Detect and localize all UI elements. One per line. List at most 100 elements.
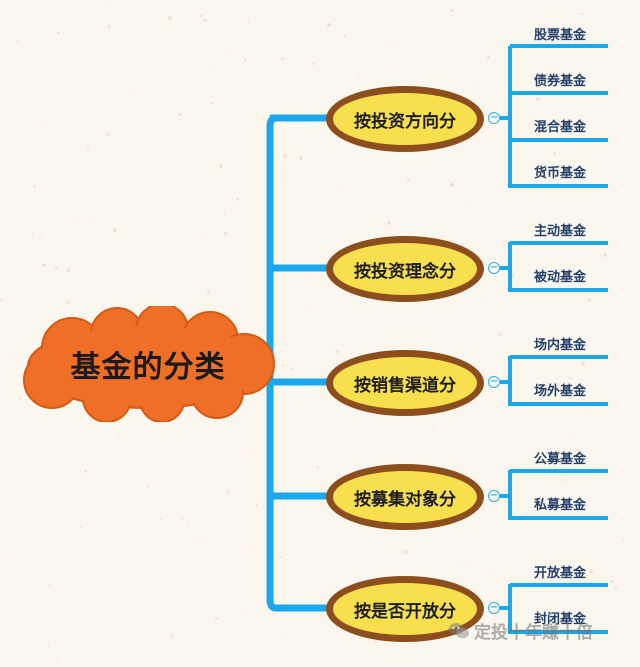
collapse-icon[interactable]: − — [488, 262, 500, 274]
leaf-node[interactable]: 开放基金 — [533, 566, 586, 581]
background-speckle — [279, 555, 282, 559]
leaf-node[interactable]: 场外基金 — [533, 384, 586, 399]
leaf-node[interactable]: 公募基金 — [533, 452, 586, 467]
background-speckle — [79, 525, 82, 529]
background-speckle — [113, 228, 117, 232]
background-speckle — [133, 88, 136, 91]
leaf-node[interactable]: 股票基金 — [533, 28, 586, 43]
background-speckle — [281, 364, 285, 367]
background-speckle — [40, 235, 44, 239]
background-speckle — [581, 361, 586, 365]
background-speckle — [463, 564, 465, 566]
background-speckle — [66, 268, 71, 273]
background-speckle — [328, 590, 331, 593]
background-speckle — [597, 643, 599, 645]
background-speckle — [391, 41, 394, 44]
leaf-node[interactable]: 主动基金 — [533, 224, 586, 239]
background-speckle — [77, 215, 80, 218]
background-speckle — [550, 71, 553, 74]
background-speckle — [602, 253, 607, 258]
background-speckle — [168, 16, 172, 20]
background-speckle — [539, 497, 544, 502]
leaf-node[interactable]: 场内基金 — [533, 338, 586, 353]
background-speckle — [255, 503, 259, 506]
background-speckle — [470, 202, 473, 205]
branch-node-2[interactable]: 按投资理念分 — [326, 236, 484, 302]
background-speckle — [406, 177, 410, 181]
background-speckle — [581, 12, 584, 16]
background-speckle — [449, 8, 453, 12]
background-speckle — [107, 132, 111, 136]
background-speckle — [198, 541, 201, 544]
collapse-icon[interactable]: − — [488, 376, 500, 388]
background-speckle — [93, 218, 95, 220]
background-speckle — [57, 31, 60, 34]
background-speckle — [169, 634, 173, 638]
leaf-node[interactable]: 债券基金 — [533, 74, 586, 89]
branch-node-3[interactable]: 按销售渠道分 — [326, 350, 484, 416]
background-speckle — [403, 549, 408, 554]
leaf-node[interactable]: 混合基金 — [533, 120, 586, 135]
watermark-text: 定投十年赚十倍 — [474, 623, 593, 643]
leaf-node[interactable]: 货币基金 — [533, 166, 586, 181]
leaf-node[interactable]: 封闭基金 — [533, 612, 586, 627]
background-speckle — [200, 14, 203, 17]
wechat-icon — [448, 622, 470, 640]
background-speckle — [585, 410, 587, 413]
branch-node-1[interactable]: 按投资方向分 — [326, 86, 484, 152]
background-speckle — [47, 644, 51, 648]
branch-node-4[interactable]: 按募集对象分 — [326, 464, 484, 530]
background-speckle — [235, 198, 239, 201]
root-topic-label[interactable]: 基金的分类 — [70, 350, 226, 385]
background-speckle — [472, 87, 475, 90]
background-speckle — [497, 332, 501, 337]
background-speckle — [356, 76, 360, 80]
background-speckle — [244, 57, 248, 61]
background-speckle — [56, 656, 60, 660]
background-speckle — [147, 485, 150, 488]
background-speckle — [374, 639, 378, 643]
background-speckle — [394, 65, 396, 67]
collapse-icon[interactable]: − — [488, 490, 500, 502]
background-speckle — [32, 233, 35, 235]
background-speckle — [611, 579, 615, 583]
background-speckle — [86, 148, 90, 152]
background-speckle — [576, 449, 579, 452]
background-speckle — [589, 158, 591, 160]
background-speckle — [387, 221, 392, 226]
background-speckle — [104, 0, 107, 2]
background-speckle — [49, 584, 52, 587]
background-speckle — [299, 156, 303, 161]
background-speckle — [615, 587, 618, 590]
root-cloud-shape — [23, 306, 275, 422]
background-speckle — [33, 185, 36, 188]
background-speckle — [568, 376, 571, 380]
background-speckle — [449, 462, 452, 465]
background-speckle — [203, 19, 207, 23]
background-speckle — [65, 300, 69, 304]
background-speckle — [312, 61, 316, 65]
background-speckle — [42, 263, 46, 267]
background-speckle — [283, 154, 288, 159]
background-speckle — [500, 284, 502, 286]
background-speckle — [558, 390, 561, 393]
background-speckle — [13, 356, 15, 358]
watermark: 定投十年赚十倍 — [448, 618, 593, 643]
background-speckle — [450, 183, 454, 187]
collapse-icon[interactable]: − — [488, 602, 500, 614]
leaf-node[interactable]: 私募基金 — [533, 498, 586, 513]
collapse-icon[interactable]: − — [488, 112, 500, 124]
background-speckle — [279, 175, 282, 178]
leaf-node[interactable]: 被动基金 — [533, 270, 586, 285]
background-speckle — [107, 24, 111, 29]
background-speckle — [0, 298, 2, 301]
background-speckle — [487, 55, 491, 59]
background-speckle — [194, 286, 196, 288]
background-speckle — [487, 569, 490, 571]
background-speckle — [480, 299, 482, 301]
background-speckle — [214, 616, 219, 620]
background-speckle — [433, 428, 436, 432]
background-speckle — [589, 570, 594, 575]
background-speckle — [224, 212, 227, 215]
background-speckle — [208, 67, 211, 69]
